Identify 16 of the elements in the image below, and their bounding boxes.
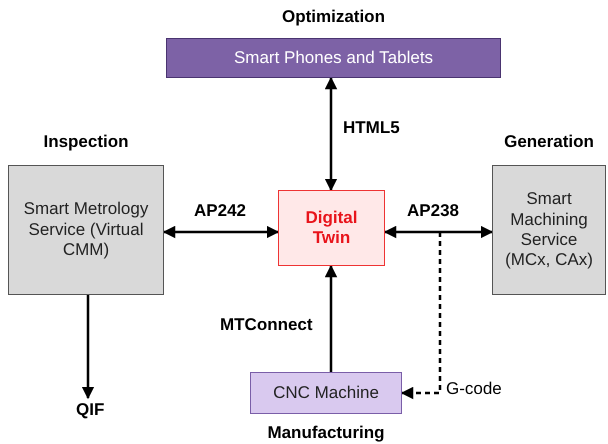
box-label: CNC Machine xyxy=(272,382,380,404)
stage-heading: Generation xyxy=(503,132,595,152)
double-arrow xyxy=(384,226,494,238)
stage-heading: Optimization xyxy=(281,7,386,27)
digital-twin-box xyxy=(278,190,385,266)
double-arrow xyxy=(162,226,280,238)
box-label: Smart Machining Service (MCx, CAx) xyxy=(504,189,594,271)
double-arrow xyxy=(324,76,338,192)
arrow xyxy=(82,295,94,400)
box-label: Digital Twin xyxy=(304,208,358,248)
stage-heading: Manufacturing xyxy=(266,423,386,443)
box-label: Smart Phones and Tablets xyxy=(232,48,434,68)
dashed-arrow xyxy=(400,232,442,400)
stage-heading: Inspection xyxy=(42,132,130,152)
arrow xyxy=(324,264,338,372)
box-label: Smart Metrology Service (Virtual CMM) xyxy=(22,199,150,261)
